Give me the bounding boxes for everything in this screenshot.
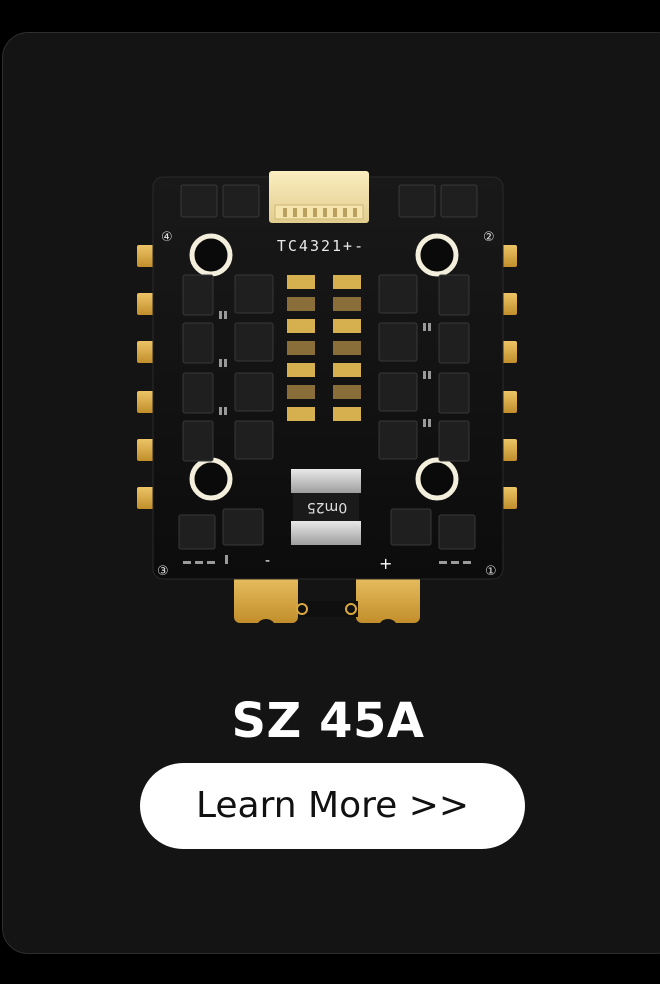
motor-marker-1: ① <box>485 564 497 579</box>
connector-label: TC4321+- <box>277 237 365 255</box>
shunt-label: 0m25 <box>307 499 347 515</box>
mosfet-chips <box>178 184 478 550</box>
motor-marker-3: ③ <box>157 564 169 579</box>
battery-pads <box>234 571 420 623</box>
product-title: SZ 45A <box>231 693 425 749</box>
mounting-holes <box>189 233 459 501</box>
motor-marker-4: ④ <box>161 230 173 245</box>
motor-marker-2: ② <box>483 230 495 245</box>
connector <box>269 171 369 223</box>
pad-plus-label: + <box>379 554 392 573</box>
passive-components <box>183 311 471 564</box>
shunt-resistor <box>291 469 361 545</box>
learn-more-button[interactable]: Learn More >> <box>140 763 525 849</box>
pad-minus-label: - <box>265 553 270 569</box>
capacitor-arrays <box>287 275 361 421</box>
esc-board-image: TC4321+- ④ ② ③ ① <box>137 171 517 623</box>
